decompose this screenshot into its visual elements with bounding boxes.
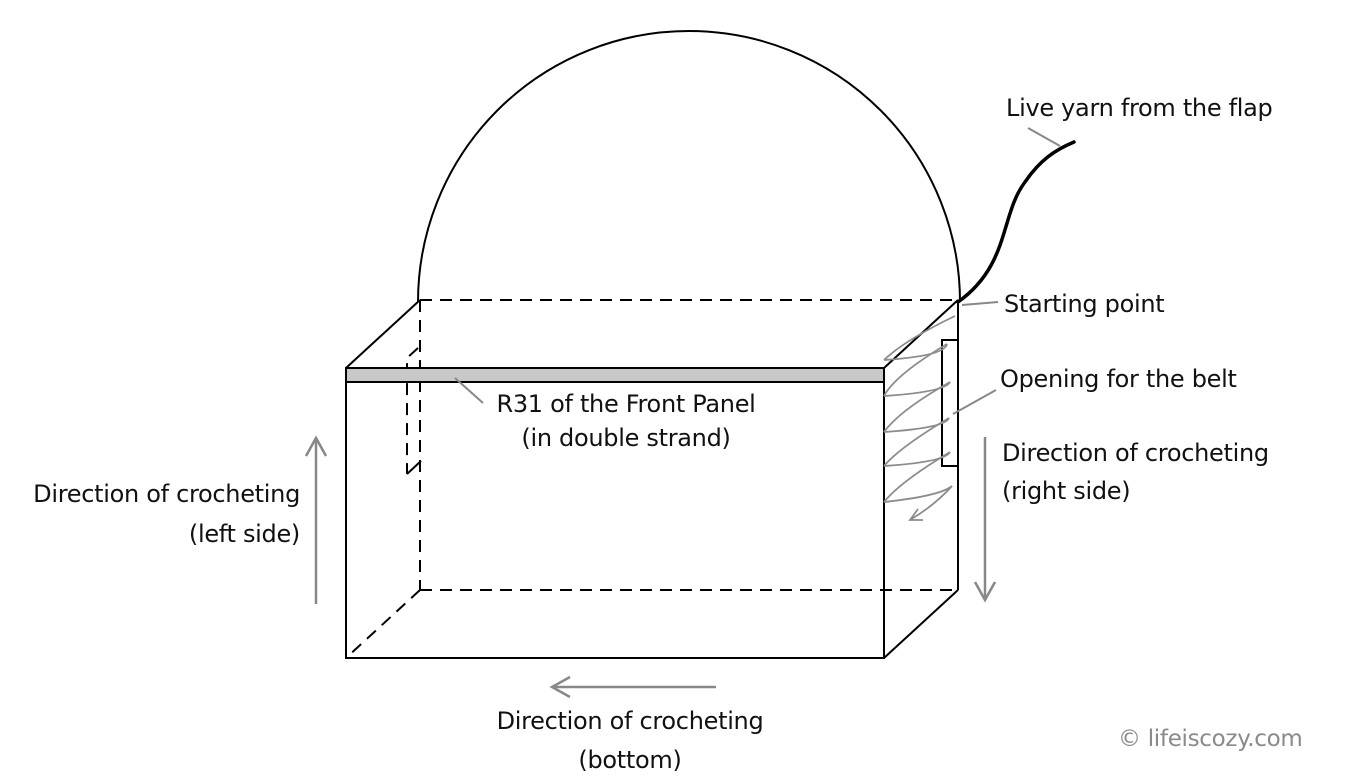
starting-point-label: Starting point [1004, 290, 1165, 318]
live-yarn-strand [956, 140, 1076, 304]
bottom-direction-label-line2: (bottom) [578, 746, 682, 774]
live-yarn-label: Live yarn from the flap [1006, 94, 1273, 122]
arrow-bottom [549, 675, 716, 699]
left-direction-label-line1: Direction of crocheting [33, 480, 300, 508]
bottom-direction-label-line1: Direction of crocheting [496, 707, 764, 735]
left-direction-label-line2: (left side) [188, 520, 300, 548]
right-side-stitches [883, 315, 956, 521]
left-seam-tick [406, 460, 422, 475]
flap-outline [417, 30, 961, 303]
arrow-left-side [304, 435, 328, 604]
r31-label-line1: R31 of the Front Panel [496, 390, 756, 418]
opening-belt-label: Opening for the belt [1000, 365, 1237, 393]
right-direction-label-line1: Direction of crocheting [1002, 439, 1269, 467]
leader-lines [454, 127, 1061, 415]
hidden-edges [345, 299, 958, 659]
box-outline [345, 299, 959, 659]
r31-label-line2: (in double strand) [521, 424, 731, 452]
belt-opening [941, 339, 959, 467]
watermark: © lifeiscozy.com [1118, 726, 1303, 752]
r31-band [345, 367, 885, 383]
right-direction-label-line2: (right side) [1002, 477, 1131, 505]
arrow-right-side [973, 437, 997, 603]
